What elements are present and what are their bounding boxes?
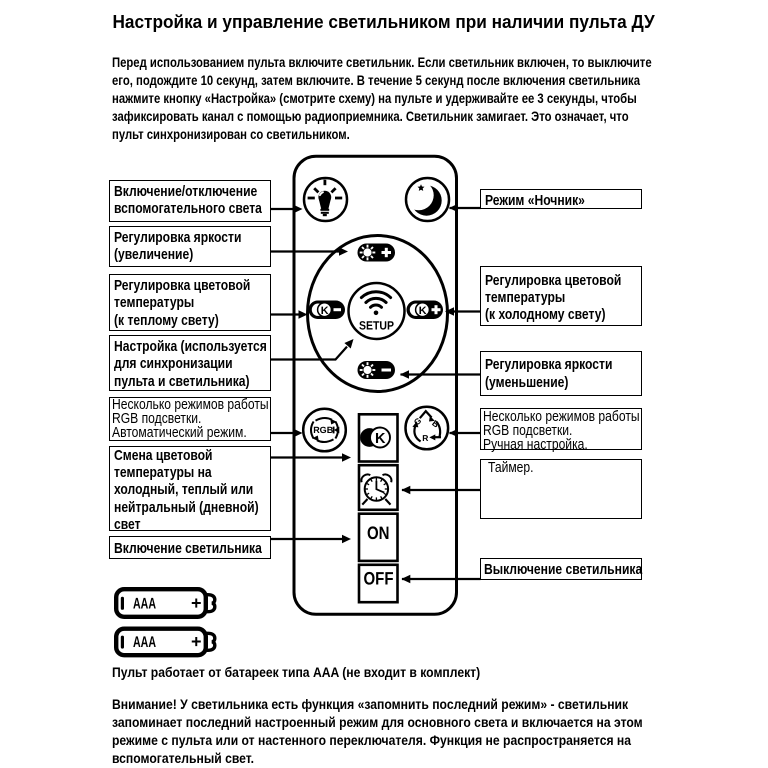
svg-text:+: + [191,593,202,613]
svg-text:K: K [321,305,329,317]
svg-text:+: + [191,632,202,652]
svg-text:AAA: AAA [133,596,156,613]
svg-text:K: K [375,431,386,447]
svg-text:OFF: OFF [364,568,394,588]
svg-text:K: K [419,305,427,317]
svg-text:R: R [422,433,428,443]
svg-text:SETUP: SETUP [359,318,394,332]
svg-text:AAA: AAA [133,634,156,651]
svg-text:G: G [412,415,424,427]
svg-text:B: B [430,418,441,430]
svg-text:ON: ON [367,523,390,543]
svg-text:RGB: RGB [313,425,334,435]
